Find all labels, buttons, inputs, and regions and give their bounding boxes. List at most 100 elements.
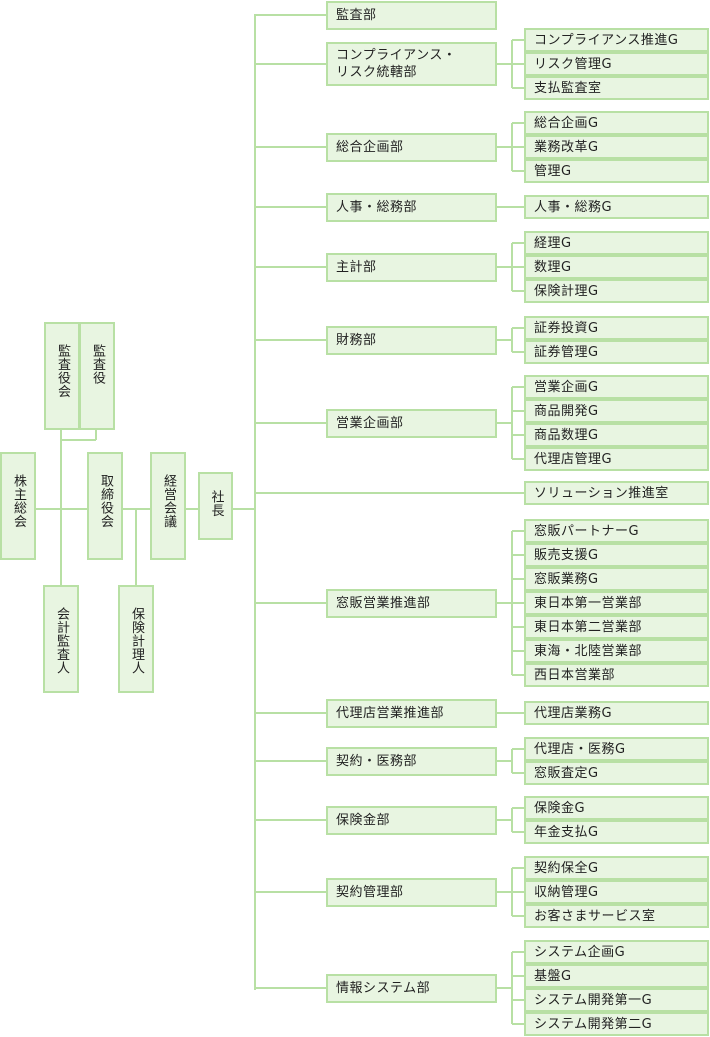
- group-label: お客さまサービス室: [534, 908, 656, 924]
- group-box: 年金支払G: [524, 820, 709, 844]
- group-box: 代理店・医務G: [524, 737, 709, 761]
- department-box: 保険金部: [326, 806, 497, 835]
- group-box: お客さまサービス室: [524, 904, 709, 928]
- accounting-auditor-box: 会計監査人: [43, 585, 79, 693]
- accounting-auditor-label: 会計監査人: [54, 607, 69, 675]
- department-label: 財務部: [336, 333, 377, 348]
- department-box: 人事・総務部: [326, 193, 497, 222]
- group-label: システム開発第二G: [534, 1016, 653, 1032]
- group-label: リスク管理G: [534, 56, 613, 72]
- group-label: コンプライアンス推進G: [534, 32, 679, 48]
- shareholders-meeting-box: 株主総会: [0, 452, 36, 560]
- group-label: 数理G: [534, 259, 572, 275]
- group-label: 東海・北陸営業部: [534, 643, 643, 659]
- department-box: 契約管理部: [326, 878, 497, 907]
- group-box: 業務改革G: [524, 135, 709, 159]
- group-label: 東日本第一営業部: [534, 595, 643, 611]
- audit-board-box: 監査役会: [44, 322, 80, 430]
- group-box: 窓販業務G: [524, 567, 709, 591]
- department-label: 主計部: [336, 260, 377, 275]
- group-label: 保険計理G: [534, 283, 599, 299]
- group-label: ソリューション推進室: [534, 485, 669, 501]
- department-label: 代理店営業推進部: [336, 706, 445, 721]
- group-box: 証券管理G: [524, 340, 709, 364]
- department-box: 情報システム部: [326, 974, 497, 1003]
- group-box: 保険計理G: [524, 279, 709, 303]
- group-label: 窓販業務G: [534, 571, 599, 587]
- group-box: 東日本第二営業部: [524, 615, 709, 639]
- group-label: 西日本営業部: [534, 667, 616, 683]
- president-box: 社長: [198, 472, 233, 540]
- group-box: 東海・北陸営業部: [524, 639, 709, 663]
- department-label: 営業企画部: [336, 416, 404, 431]
- board-of-directors-label: 取締役会: [98, 474, 113, 528]
- group-box: 経理G: [524, 231, 709, 255]
- group-label: 販売支援G: [534, 547, 599, 563]
- group-box: 契約保全G: [524, 856, 709, 880]
- group-label: 保険金G: [534, 800, 586, 816]
- department-label: 監査部: [336, 8, 377, 23]
- department-box: 契約・医務部: [326, 747, 497, 776]
- shareholders-meeting-label: 株主総会: [11, 474, 26, 528]
- department-label: 情報システム部: [336, 981, 431, 996]
- group-box: 商品開発G: [524, 399, 709, 423]
- group-label: システム企画G: [534, 944, 626, 960]
- group-box: 窓販査定G: [524, 761, 709, 785]
- department-box: 財務部: [326, 326, 497, 355]
- group-label: 年金支払G: [534, 824, 599, 840]
- group-label: 代理店管理G: [534, 451, 613, 467]
- group-label: 窓販査定G: [534, 765, 599, 781]
- group-label: 収納管理G: [534, 884, 599, 900]
- board-of-directors-box: 取締役会: [87, 452, 123, 560]
- group-box: 営業企画G: [524, 375, 709, 399]
- auditor-label: 監査役: [90, 344, 105, 385]
- group-box: 証券投資G: [524, 316, 709, 340]
- group-label: 商品開発G: [534, 403, 599, 419]
- group-label: 代理店業務G: [534, 705, 613, 721]
- management-meeting-box: 経営会議: [150, 452, 186, 560]
- department-label: コンプライアンス・ リスク統轄部: [336, 48, 457, 80]
- department-label: 契約管理部: [336, 885, 404, 900]
- group-box: コンプライアンス推進G: [524, 28, 709, 52]
- group-label: 人事・総務G: [534, 199, 613, 215]
- group-box: 収納管理G: [524, 880, 709, 904]
- group-box: 基盤G: [524, 964, 709, 988]
- group-label: 営業企画G: [534, 379, 599, 395]
- group-box: システム開発第二G: [524, 1012, 709, 1036]
- department-box: 総合企画部: [326, 133, 497, 162]
- group-box: 支払監査室: [524, 76, 709, 100]
- auditor-box: 監査役: [79, 322, 115, 430]
- department-box: 窓販営業推進部: [326, 589, 497, 618]
- group-box: 人事・総務G: [524, 195, 709, 219]
- group-box: 窓販パートナーG: [524, 519, 709, 543]
- group-label: 基盤G: [534, 968, 572, 984]
- department-label: 総合企画部: [336, 140, 404, 155]
- group-box: システム企画G: [524, 940, 709, 964]
- group-label: 総合企画G: [534, 115, 599, 131]
- group-box: 東日本第一営業部: [524, 591, 709, 615]
- group-label: 証券管理G: [534, 344, 599, 360]
- management-meeting-label: 経営会議: [161, 474, 176, 528]
- group-label: 業務改革G: [534, 139, 599, 155]
- department-label: 契約・医務部: [336, 754, 418, 769]
- department-label: 保険金部: [336, 813, 391, 828]
- audit-board-label: 監査役会: [55, 344, 70, 398]
- group-box: 販売支援G: [524, 543, 709, 567]
- department-box: 代理店営業推進部: [326, 699, 497, 728]
- group-box: システム開発第一G: [524, 988, 709, 1012]
- group-box: 代理店管理G: [524, 447, 709, 471]
- department-label: 窓販営業推進部: [336, 596, 431, 611]
- group-label: 証券投資G: [534, 320, 599, 336]
- group-box: 数理G: [524, 255, 709, 279]
- president-label: 社長: [208, 490, 224, 517]
- actuary-label: 保険計理人: [129, 607, 144, 675]
- group-label: 窓販パートナーG: [534, 523, 640, 539]
- department-label: 人事・総務部: [336, 200, 418, 215]
- group-box: 西日本営業部: [524, 663, 709, 687]
- group-label: 商品数理G: [534, 427, 599, 443]
- group-label: 契約保全G: [534, 860, 599, 876]
- group-box: 商品数理G: [524, 423, 709, 447]
- group-label: 代理店・医務G: [534, 741, 626, 757]
- group-box: ソリューション推進室: [524, 481, 709, 505]
